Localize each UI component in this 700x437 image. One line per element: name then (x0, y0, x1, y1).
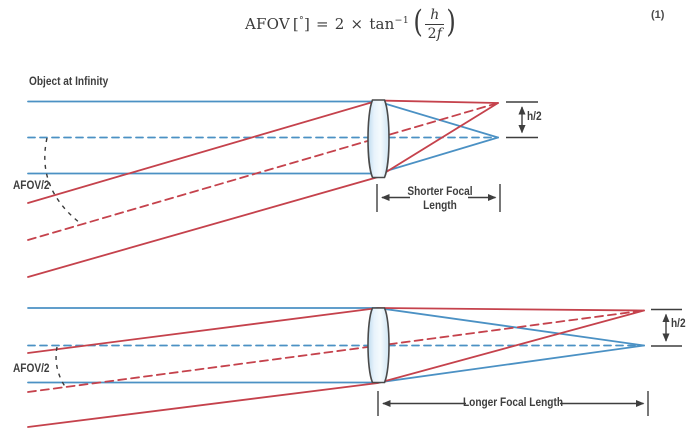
blue-on-axis-rays-bottom (27, 307, 645, 384)
longer-focal-length-dimension (377, 391, 649, 416)
image-height-label-top: h/2 (527, 111, 542, 123)
image-height-dimension-top (506, 101, 538, 139)
times-sign: × (350, 15, 364, 33)
red-off-axis-rays-bottom (27, 307, 645, 428)
afov-half-label-top: AFOV/2 (13, 180, 50, 192)
equation-bracket-close: ] (303, 15, 310, 33)
equation-number: (1) (651, 9, 665, 21)
inverse-exponent: −1 (394, 15, 409, 26)
degree-symbol: ° (298, 15, 304, 26)
blue-marginal-ray-upper (27, 100, 499, 139)
image-height-label-bottom: h/2 (671, 318, 686, 330)
fraction-denominator: 2f (425, 25, 444, 42)
equation-afov: AFOV (245, 15, 290, 33)
longer-focal-length-label: Longer Focal Length (462, 397, 564, 409)
shorter-focal-length-dimension (376, 184, 501, 212)
blue-marginal-ray-lower (27, 136, 499, 175)
paren-close: ) (446, 4, 457, 40)
equation-coefficient: 2 (334, 15, 345, 33)
afov-angle-arc-top (44, 137, 81, 224)
top-diagram (27, 99, 538, 278)
afov-half-label-bottom: AFOV/2 (13, 363, 50, 375)
paren-open: ( (413, 4, 423, 40)
object-at-infinity-label: Object at Infinity (29, 76, 109, 88)
tan-function: tan (369, 15, 395, 33)
shorter-focal-length-label: Shorter Focal Length (407, 186, 473, 212)
biconvex-lens-bottom (367, 307, 390, 384)
equals-sign: = (316, 15, 329, 33)
biconvex-lens-top (367, 99, 390, 179)
image-height-dimension-bottom (651, 308, 682, 347)
fraction-numerator: h (425, 7, 445, 25)
blue-marginal-ray-lower (27, 344, 645, 384)
afov-angle-arc-bottom (55, 346, 67, 389)
equation-bracket-open: [ (292, 15, 299, 33)
denominator-coefficient: 2 (427, 25, 437, 42)
denominator-variable: f (436, 25, 443, 42)
red-marginal-ray-lower (27, 309, 645, 428)
bottom-diagram (27, 307, 682, 428)
fraction-h-over-2f: h 2f (425, 7, 445, 42)
equation-text: AFOV[°] = 2 × tan−1 (245, 15, 409, 33)
blue-on-axis-rays-top (27, 100, 499, 175)
red-chief-ray-dashed (27, 102, 499, 241)
red-chief-ray-dashed (27, 309, 645, 393)
red-marginal-ray-upper (27, 307, 645, 354)
afov-equation: AFOV[°]=2×tan−1 ( h 2f ) (245, 3, 458, 45)
